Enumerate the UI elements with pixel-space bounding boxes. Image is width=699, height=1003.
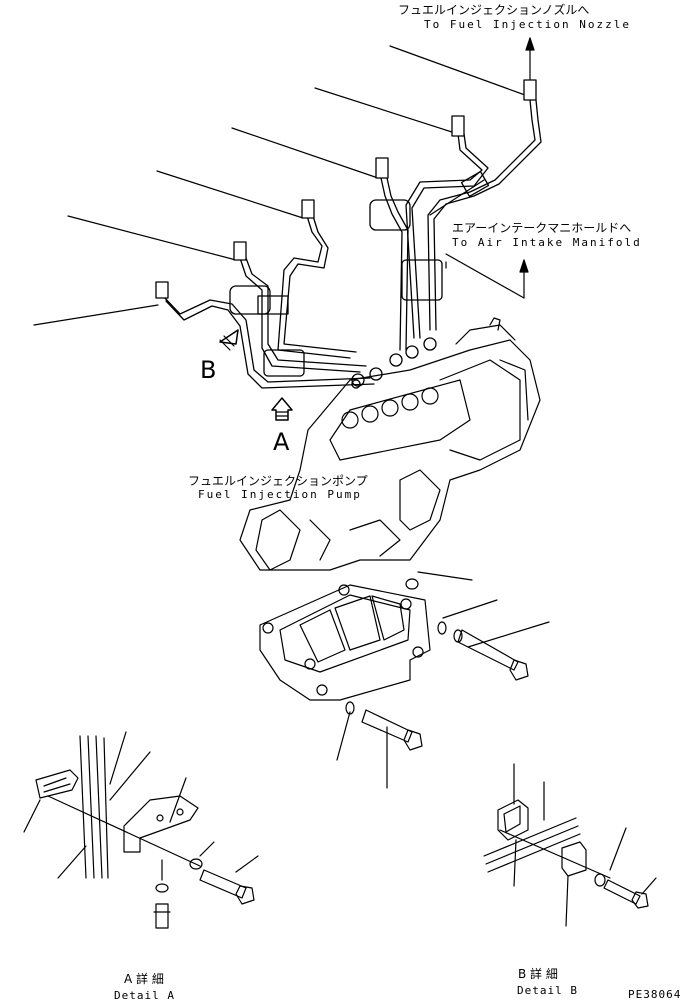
view-a-letter: A bbox=[273, 428, 290, 456]
view-b-letter: B bbox=[200, 356, 217, 384]
leader-lines bbox=[33, 45, 550, 789]
pump-bracket bbox=[259, 584, 431, 701]
direction-arrows bbox=[445, 37, 535, 299]
detail-b-title-jp: B 詳 細 bbox=[518, 967, 558, 981]
view-arrows bbox=[219, 329, 293, 421]
manifold-label-en: To Air Intake Manifold bbox=[452, 236, 642, 249]
detail-a-title-en: Detail A bbox=[114, 989, 175, 1002]
manifold-label-jp: エアーインテークマニホールドへ bbox=[452, 221, 632, 235]
injection-pump bbox=[239, 317, 541, 590]
injection-tubes bbox=[155, 79, 542, 389]
detail-b-title-en: Detail B bbox=[517, 984, 578, 997]
nozzle-label-en: To Fuel Injection Nozzle bbox=[424, 18, 631, 31]
detail-a-title-jp: A 詳 細 bbox=[124, 972, 164, 986]
pump-label-jp: フュエルインジェクションポンプ bbox=[188, 474, 368, 488]
nozzle-label-jp: フュエルインジェクションノズルへ bbox=[398, 3, 590, 17]
detail-a-drawing bbox=[23, 731, 259, 929]
bolts-washers bbox=[345, 621, 529, 751]
pump-label-en: Fuel Injection Pump bbox=[198, 488, 362, 501]
detail-b-drawing bbox=[483, 763, 657, 927]
drawing-number: PE38064 bbox=[628, 988, 682, 1001]
